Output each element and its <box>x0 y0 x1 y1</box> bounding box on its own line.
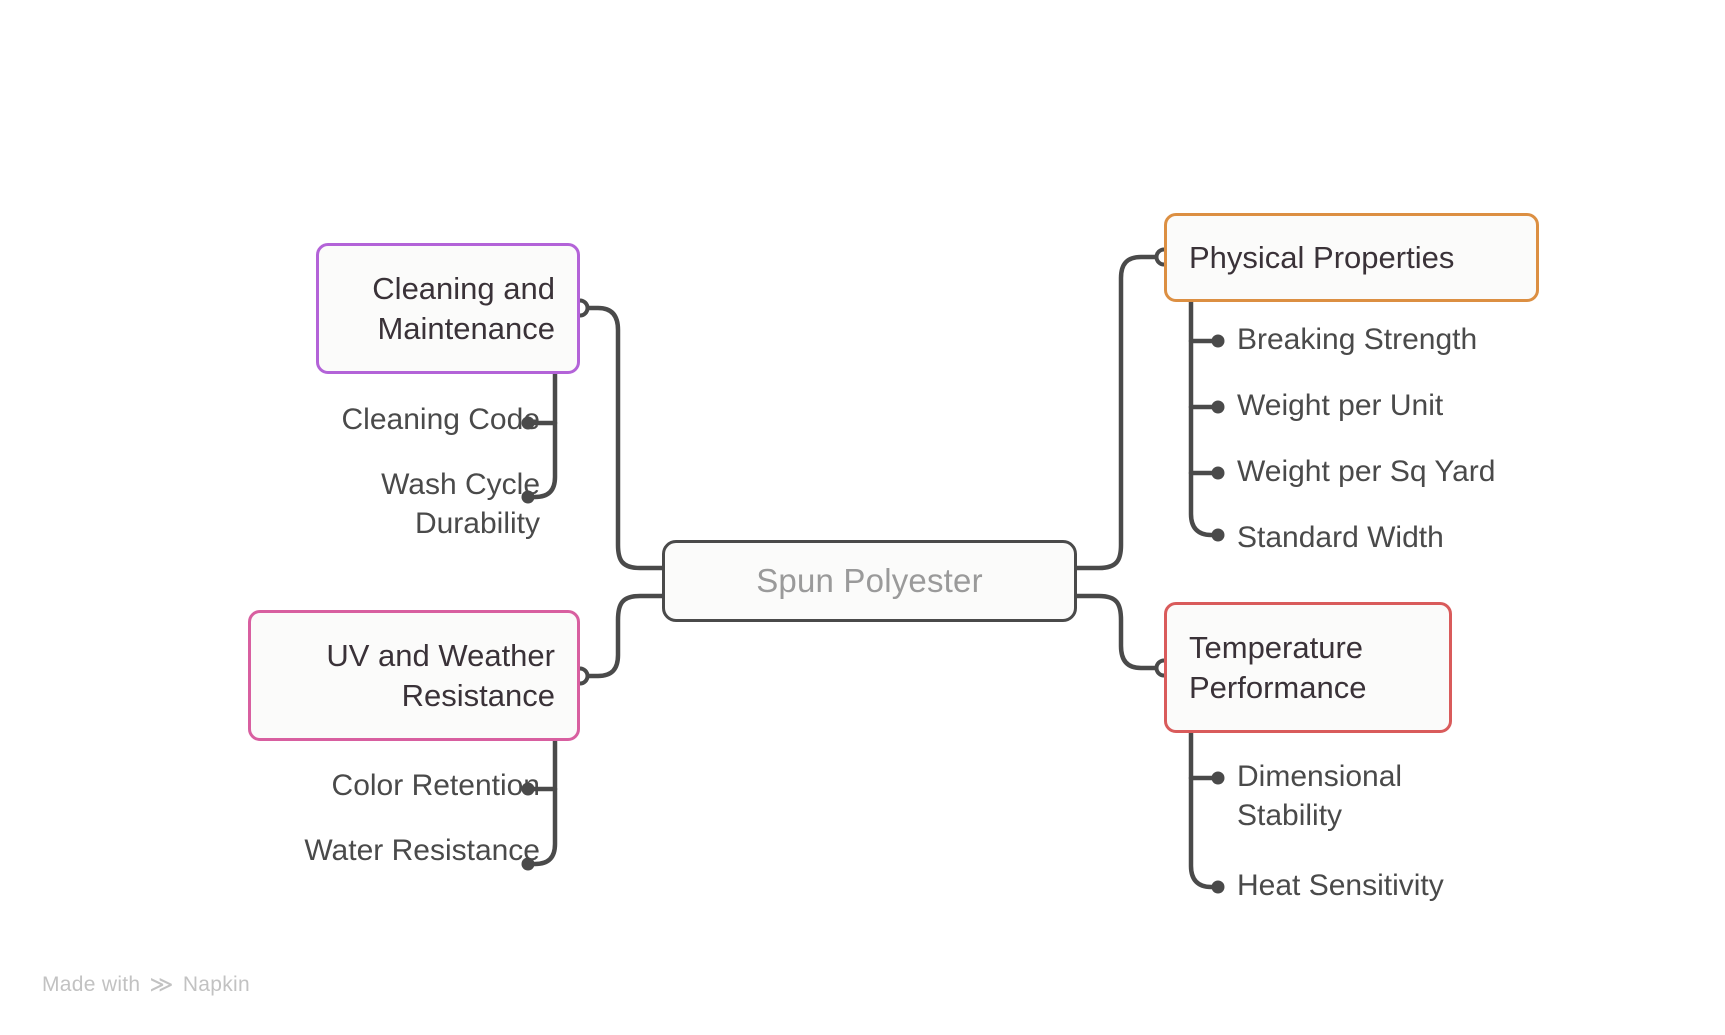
branch-node-uv-and-weather-resistance[interactable]: UV and Weather Resistance <box>248 610 580 741</box>
leaf-standard-width[interactable]: Standard Width <box>1237 521 1444 554</box>
leaf-dot-dimensional-stability <box>1211 771 1225 785</box>
leaf-dot-heat-sensitivity <box>1211 880 1225 894</box>
center-node-label: Spun Polyester <box>756 562 983 599</box>
napkin-logo-icon: ≫ <box>149 970 174 997</box>
center-node[interactable]: Spun Polyester <box>662 540 1077 622</box>
branch-node-cleaning-and-maintenance[interactable]: Cleaning and Maintenance <box>316 243 580 374</box>
branch-label: Cleaning and Maintenance <box>372 271 555 346</box>
edge-center-to-cleaning <box>577 305 665 571</box>
edge-center-to-physical <box>1074 254 1167 571</box>
branch-node-temperature-performance[interactable]: Temperature Performance <box>1164 602 1452 733</box>
leaf-dot-breaking-strength <box>1211 334 1225 348</box>
edge-center-to-temperature <box>1074 593 1167 671</box>
leaf-water-resistance[interactable]: Water Resistance <box>304 834 540 867</box>
leaf-dot-weight-unit <box>1211 400 1225 414</box>
leaf-wash-cycle-durability[interactable]: Wash Cycle Durability <box>381 468 540 540</box>
leaf-weight-per-unit[interactable]: Weight per Unit <box>1237 389 1444 422</box>
watermark-prefix: Made with <box>42 973 141 996</box>
branch-node-physical-properties[interactable]: Physical Properties <box>1164 213 1539 302</box>
leaf-dimensional-stability[interactable]: Dimensional Stability <box>1237 760 1403 832</box>
edge-center-to-uv <box>577 593 665 679</box>
branch-label: Physical Properties <box>1189 239 1455 275</box>
leaf-breaking-strength[interactable]: Breaking Strength <box>1237 323 1478 356</box>
leaf-cleaning-code[interactable]: Cleaning Code <box>341 403 540 436</box>
spine-temperature <box>1188 730 1221 890</box>
branch-label: UV and Weather Resistance <box>326 638 555 713</box>
leaf-dot-weight-sq-yard <box>1211 466 1225 480</box>
leaf-dot-standard-width <box>1211 528 1225 542</box>
leaf-color-retention[interactable]: Color Retention <box>331 769 540 802</box>
leaf-heat-sensitivity[interactable]: Heat Sensitivity <box>1237 869 1444 902</box>
napkin-watermark: Made with ≫ Napkin <box>42 970 250 997</box>
watermark-brand: Napkin <box>182 973 250 996</box>
branch-label: Temperature Performance <box>1189 630 1367 705</box>
spine-physical <box>1188 299 1221 538</box>
leaf-weight-per-sq-yard[interactable]: Weight per Sq Yard <box>1237 455 1496 488</box>
